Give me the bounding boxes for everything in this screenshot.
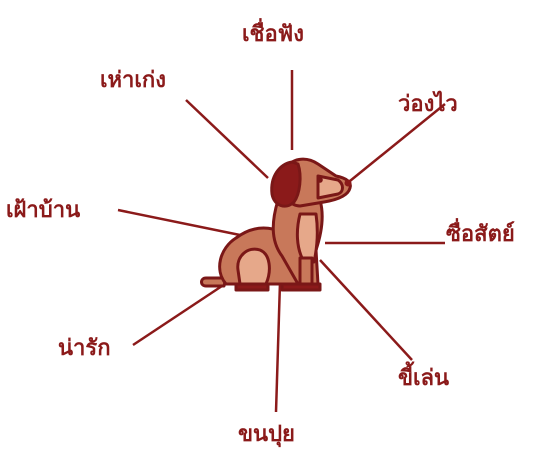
trait-label-bottom-left: น่ารัก	[58, 338, 111, 360]
trait-label-bottom: ขนปุย	[238, 424, 295, 446]
trait-label-right: ซื่อสัตย์	[446, 224, 515, 246]
trait-label-top: เชื่อฟัง	[242, 24, 304, 46]
trait-label-top-left: เห่าเก่ง	[100, 70, 166, 92]
connector-line-bottom	[276, 282, 280, 412]
trait-label-left: เฝ้าบ้าน	[6, 200, 80, 222]
trait-label-top-right: ว่องไว	[398, 94, 458, 116]
connector-line-bottom-left	[133, 286, 222, 345]
connector-line-left	[118, 210, 240, 235]
connector-line-bottom-right	[320, 260, 412, 360]
connector-line-top-left	[186, 100, 268, 178]
trait-label-bottom-right: ขี้เล่น	[398, 368, 449, 390]
